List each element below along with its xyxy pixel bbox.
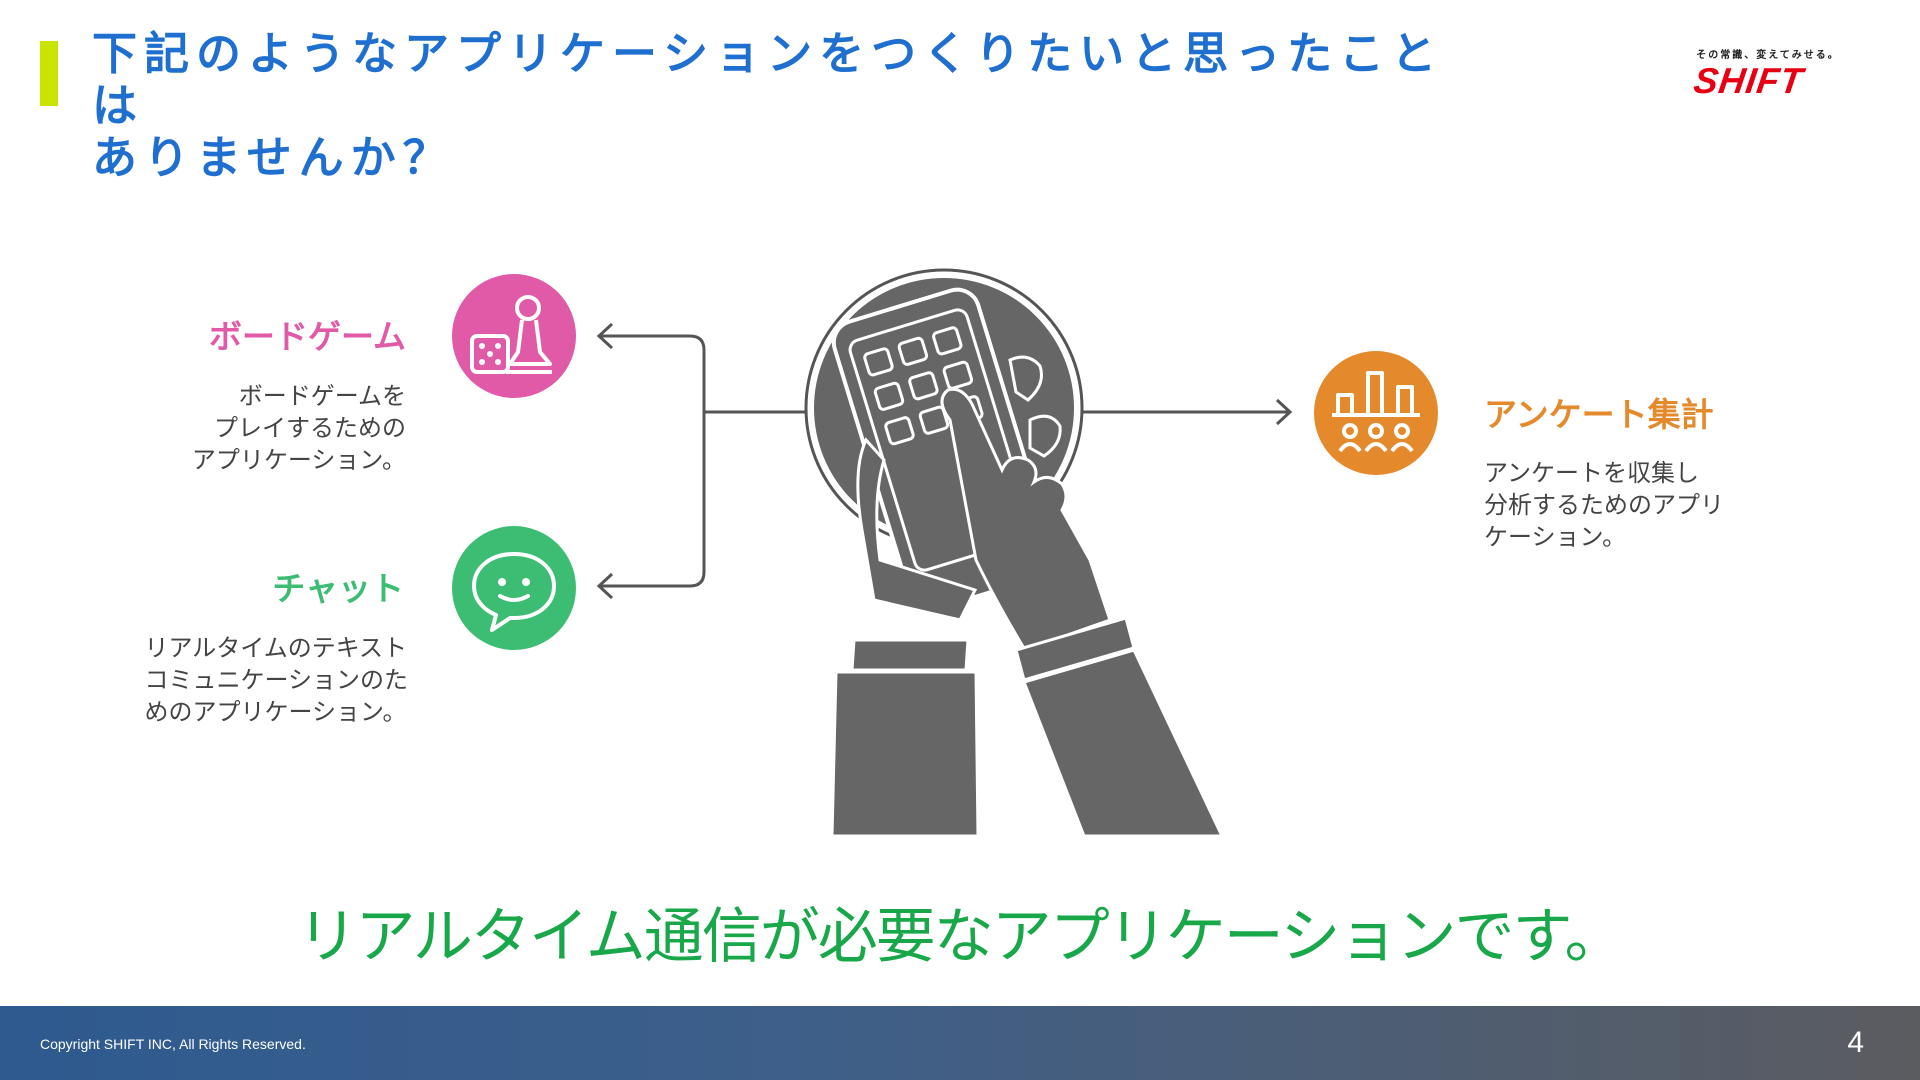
chat-icon xyxy=(452,526,576,650)
right-connector xyxy=(1082,398,1293,426)
footer: Copyright SHIFT INC, All Rights Reserved… xyxy=(0,1006,1920,1080)
board-game-icon xyxy=(452,274,576,398)
left-connector xyxy=(596,322,806,600)
chat-description: リアルタイムのテキスト コミュニケーションのた めのアプリケーション。 xyxy=(144,634,408,726)
survey-description: アンケートを収集し 分析するためのアプリ ケーション。 xyxy=(1484,459,1724,551)
chat-title: チャット xyxy=(272,569,404,608)
conclusion-text: リアルタイム通信が必要なアプリケーションです。 xyxy=(297,902,1625,972)
shift-logo: その常識、変えてみせる。 SHIFT xyxy=(1688,46,1848,102)
slide-title: 下記のようなアプリケーションをつくりたいと思ったことは ありませんか？ xyxy=(92,27,1444,184)
survey-chart-icon xyxy=(1314,351,1438,475)
logo-tagline: その常識、変えてみせる。 xyxy=(1696,50,1840,61)
survey-title: アンケート集計 xyxy=(1484,395,1714,434)
smartphone-hands-illustration xyxy=(804,268,1225,838)
page-number: 4 xyxy=(1847,1026,1864,1059)
title-accent-bar xyxy=(40,41,58,106)
copyright-text: Copyright SHIFT INC, All Rights Reserved… xyxy=(40,1036,306,1052)
board-game-title: ボードゲーム xyxy=(208,317,406,356)
board-game-description: ボードゲームを プレイするための アプリケーション。 xyxy=(191,382,406,474)
